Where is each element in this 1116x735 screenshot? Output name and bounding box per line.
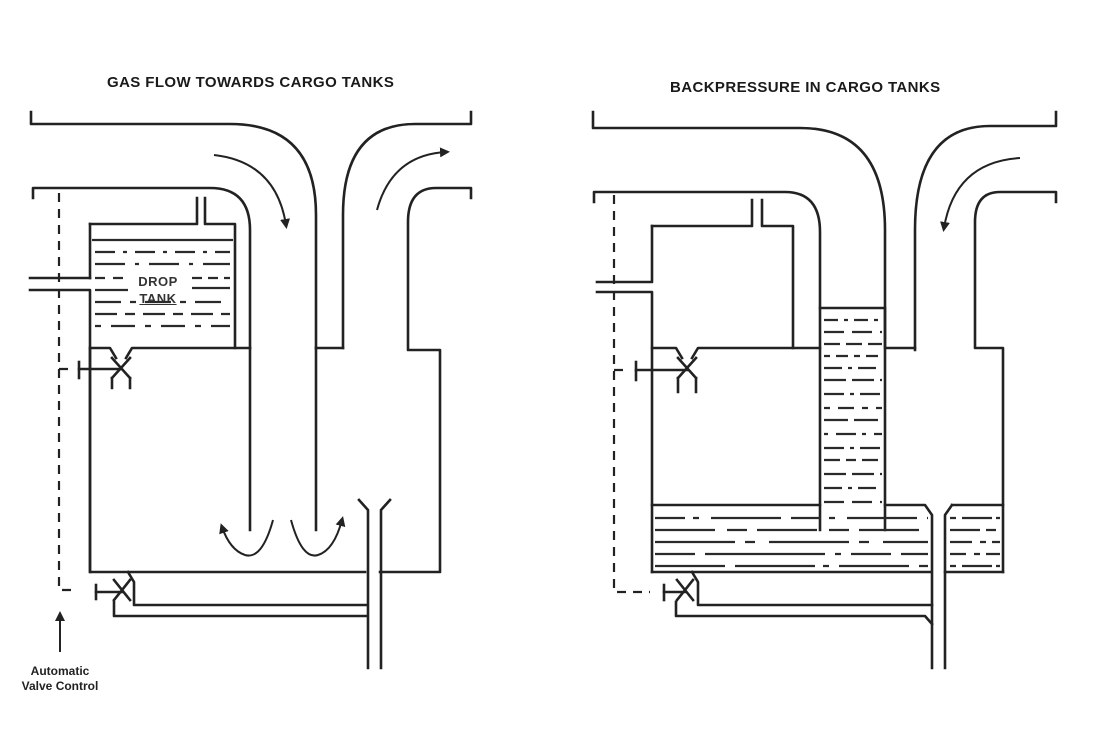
bp-drain-valve <box>662 578 695 602</box>
control-line-dashed <box>57 193 78 592</box>
bp-seal-liquid <box>655 516 1005 574</box>
bp-control-line-dashed <box>612 195 650 594</box>
bubble-arrow-left <box>219 519 274 557</box>
drop-tank-valve <box>77 356 132 390</box>
drop-tank-label-line1: DROP <box>138 274 178 289</box>
bp-drain-pipe-lower <box>674 600 934 626</box>
panel-backpressure <box>591 110 1058 670</box>
bp-seal-chamber <box>650 503 934 670</box>
automatic-valve-control-label: Automatic Valve Control <box>0 664 120 694</box>
drain-valve <box>94 578 132 602</box>
bp-outlet-duct-outer <box>913 110 1058 352</box>
drop-tank <box>88 196 237 350</box>
inlet-duct-outer-left <box>29 110 318 350</box>
drain-pipe <box>126 570 368 607</box>
bp-vent-pipe <box>943 503 1005 670</box>
bp-inlet-duct-outer <box>591 110 917 350</box>
bp-drop-tank <box>650 198 795 350</box>
bp-outlet-duct-inner <box>973 190 1058 574</box>
drop-tank-bottom <box>88 346 252 360</box>
control-label-line1: Automatic <box>30 664 90 678</box>
flow-arrow-inlet <box>213 154 290 229</box>
bubble-arrow-right <box>290 516 346 557</box>
seal-chamber <box>88 346 367 574</box>
panel-title-gas-flow: GAS FLOW TOWARDS CARGO TANKS <box>107 74 395 91</box>
inlet-duct-inner <box>31 186 252 350</box>
outlet-duct-inner <box>378 186 473 574</box>
bp-drop-tank-valve <box>634 356 698 394</box>
panel-title-backpressure: BACKPRESSURE IN CARGO TANKS <box>670 79 941 96</box>
drain-pipe-lower <box>112 600 368 618</box>
bp-drop-tank-bottom <box>650 346 822 360</box>
drop-tank-liquid <box>92 238 233 328</box>
bp-drain-pipe <box>690 570 934 607</box>
vent-pipe <box>357 498 392 670</box>
bp-riser-liquid <box>824 318 882 504</box>
control-label-line2: Valve Control <box>21 679 99 693</box>
panel-gas-flow <box>28 110 473 670</box>
flow-arrow-outlet <box>376 147 450 211</box>
bp-inlet-duct-inner <box>592 190 822 532</box>
bp-riser <box>818 306 887 532</box>
bp-side-inlet <box>595 224 654 574</box>
bp-flow-arrow-reverse <box>940 157 1021 232</box>
outlet-duct-outer-right <box>341 110 473 350</box>
